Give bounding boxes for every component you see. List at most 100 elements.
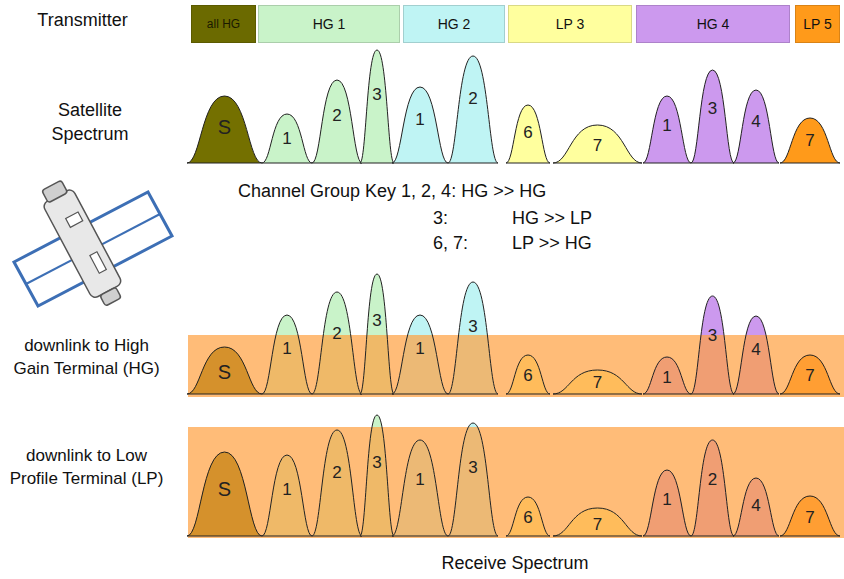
spectrum-channel: 3 [448,423,498,536]
channel-number: 7 [593,137,602,154]
channel-shape [448,56,498,163]
channel-number: S [218,117,231,137]
channel-number: 7 [805,132,814,149]
transmitter-box: all HG [191,5,256,43]
spectrum-channel: 1 [262,114,312,163]
spectrum-channel: 2 [312,292,362,394]
group-name: LP 5 [803,16,832,32]
channel-number: 7 [593,374,602,391]
channel-number: 1 [282,481,291,498]
spectrum-channel: 6 [506,497,550,536]
group-name: HG 4 [697,16,730,32]
channel-number: 2 [468,90,477,107]
spectrum-channel: 3 [691,70,734,163]
transmitter-box: LP 3 [508,5,632,43]
channel-number: 2 [708,471,717,488]
spectrum-channel: 7 [553,125,642,163]
transmitter-box: HG 2 [403,5,505,43]
group-name: LP 3 [556,16,585,32]
spectrum-channel: 3 [360,50,394,163]
channel-number: 2 [332,325,341,342]
channel-number: 6 [523,509,532,526]
row-label: Satellite Spectrum [30,98,150,147]
lp-band [188,427,844,538]
row-label: downlink to High Gain Terminal (HG) [4,335,169,381]
channel-number: 3 [468,459,477,476]
channel-number: 3 [372,312,381,329]
spectrum-channel: 2 [312,80,362,163]
spectrum-channel: 7 [553,370,642,394]
spectrum-channel: 1 [392,440,448,536]
key-text: HG >> LP [512,208,592,230]
spectrum-channel: S [187,96,262,163]
spectrum-channel: 3 [360,415,394,536]
spectrum-channel: 1 [262,455,312,536]
spectrum-channel: 7 [780,118,840,163]
channel-number: 4 [751,497,760,514]
satellite-icon [14,177,172,310]
channel-number: 1 [662,117,671,134]
channel-number: 4 [751,341,760,358]
channel-shape [448,423,498,536]
channel-number: 1 [415,111,424,128]
hg-band [188,335,844,397]
spectrum-channel: 1 [262,315,312,394]
channel-number: 7 [805,509,814,526]
channel-number: 1 [662,369,671,386]
spectrum-channel: 6 [506,355,550,394]
spectrum-channel: 1 [643,470,691,536]
channel-number: 2 [332,107,341,124]
transmitter-box: HG 1 [258,5,400,43]
channel-number: 3 [468,318,477,335]
channel-number: 7 [805,367,814,384]
transmitter-box: LP 5 [795,5,840,43]
channel-shape [312,430,362,536]
channel-shape [448,282,498,394]
channel-number: 1 [282,340,291,357]
transmitter-box: HG 4 [636,5,790,43]
channel-number: S [218,479,231,499]
spectrum-channel: S [187,452,262,536]
spectrum-channel: 2 [691,440,734,536]
channel-number: 6 [523,124,532,141]
channel-number: 3 [708,327,717,344]
key-text: LP >> HG [512,233,592,255]
channel-shape [691,440,734,536]
channel-number: 3 [372,454,381,471]
channel-number: 4 [751,113,760,130]
spectrum-channel: 7 [780,355,840,394]
spectrum-channel: 7 [553,508,642,536]
channel-shape [392,440,448,536]
channel-shape [360,415,394,536]
key-text: 3: [433,208,448,230]
group-name: all HG [207,17,240,31]
spectrum-channel: 2 [448,56,498,163]
spectrum-channel: 3 [691,296,734,394]
row-label: Transmitter [20,10,145,32]
spectrum-channel: 1 [392,315,448,394]
channel-shape [360,274,394,394]
spectrum-channel: 7 [780,496,840,536]
channel-number: 3 [372,86,381,103]
spectrum-channel: 6 [506,105,550,163]
spectrum-channel: S [187,347,262,394]
spectrum-channel: 4 [733,90,779,163]
channel-shape [360,50,394,163]
channel-number: S [218,362,231,382]
channel-number: 1 [415,340,424,357]
spectrum-channel: 4 [733,478,779,536]
channel-number: 6 [523,367,532,384]
channel-number: 7 [593,516,602,533]
spectrum-channel: 1 [643,96,691,163]
channel-number: 3 [708,100,717,117]
channel-number: 1 [415,471,424,488]
group-name: HG 1 [313,16,346,32]
channel-number: 1 [662,491,671,508]
channel-number: 2 [332,464,341,481]
spectrum-channel: 3 [360,274,394,394]
spectrum-channel: 1 [643,357,691,394]
spectrum-channel: 4 [733,316,779,394]
key-text: Channel Group Key 1, 2, 4: HG >> HG [238,181,546,203]
channel-number: 1 [282,130,291,147]
group-name: HG 2 [438,16,471,32]
